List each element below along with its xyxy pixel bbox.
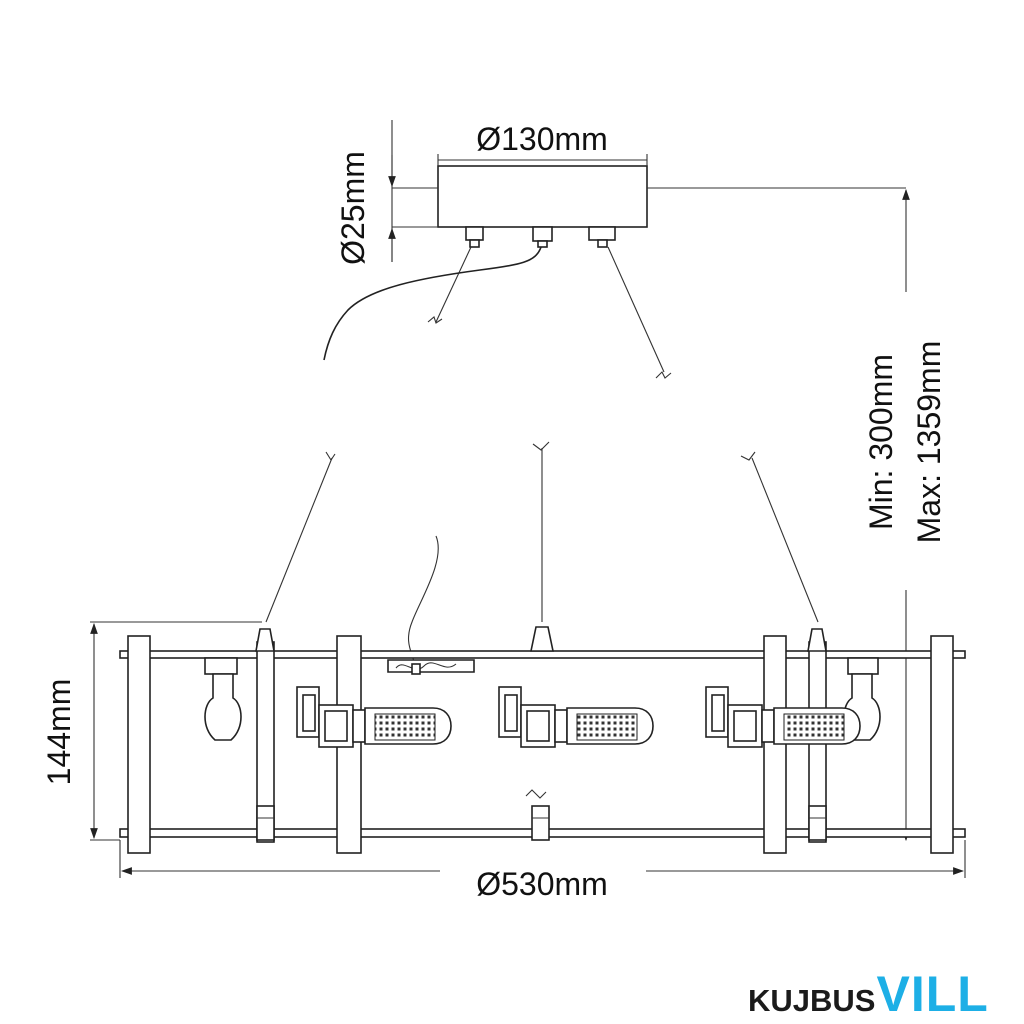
canopy-height-label: Ø25mm: [335, 151, 371, 265]
spot-lamp-right: [705, 686, 861, 748]
logo-text-vill: VILL: [876, 966, 989, 1022]
frame-height-dimension: 144mm: [41, 621, 262, 841]
frame-diameter-label: Ø530mm: [476, 866, 608, 902]
spot-lamp-center: [498, 686, 654, 748]
drop-dimension: Min: 300mm Max: 1359mm: [647, 187, 947, 842]
canopy-diameter-label: Ø130mm: [476, 121, 608, 157]
canopy-width-dimension: Ø130mm: [437, 121, 648, 166]
luminaire-frame: [119, 626, 966, 854]
ceiling-canopy: [323, 165, 672, 379]
logo-text-kujbus: KUJBUS: [748, 983, 876, 1018]
brand-logo: KUJBUS VILL: [748, 966, 989, 1022]
frame-height-label: 144mm: [41, 679, 77, 786]
frame-width-dimension: Ø530mm: [119, 840, 966, 902]
spot-lamp-left: [296, 686, 452, 748]
drop-max-label: Max: 1359mm: [911, 341, 947, 544]
drop-min-label: Min: 300mm: [863, 354, 899, 530]
canopy-height-dimension: Ø25mm: [335, 120, 438, 265]
